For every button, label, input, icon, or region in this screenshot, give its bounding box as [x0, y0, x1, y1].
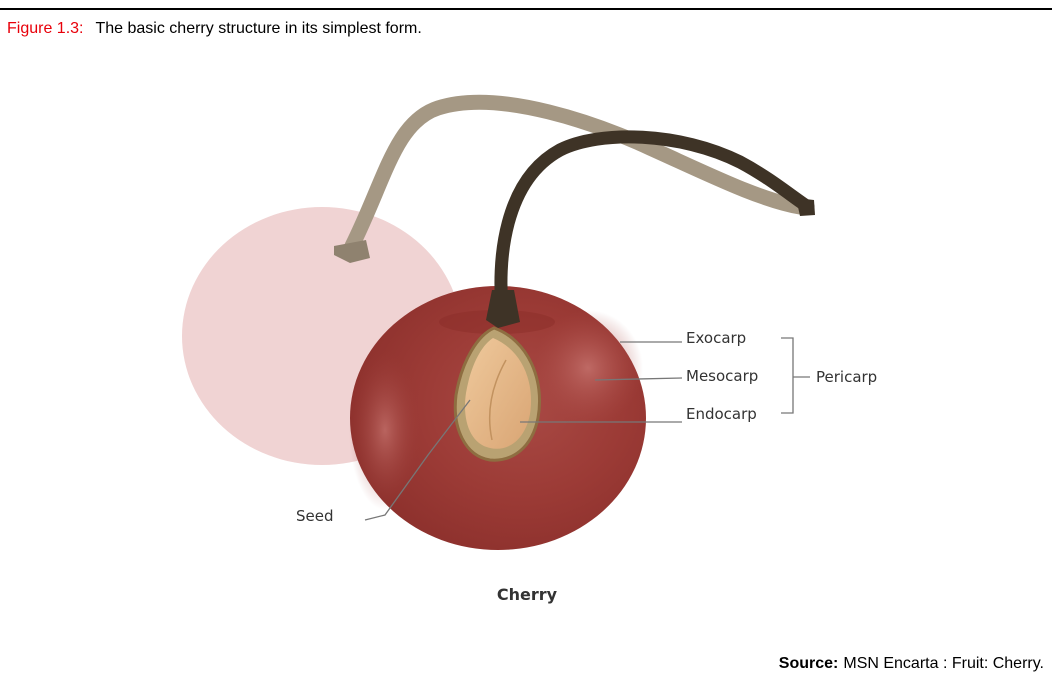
source-label: Source: [779, 655, 839, 672]
label-endocarp: Endocarp [686, 405, 757, 423]
label-seed: Seed [296, 507, 334, 525]
label-mesocarp: Mesocarp [686, 367, 758, 385]
label-exocarp: Exocarp [686, 329, 746, 347]
source-credit: Source:MSN Encarta : Fruit: Cherry. [779, 655, 1044, 673]
diagram-title: Cherry [497, 585, 558, 604]
label-pericarp: Pericarp [816, 368, 877, 386]
source-text: MSN Encarta : Fruit: Cherry. [843, 655, 1044, 672]
